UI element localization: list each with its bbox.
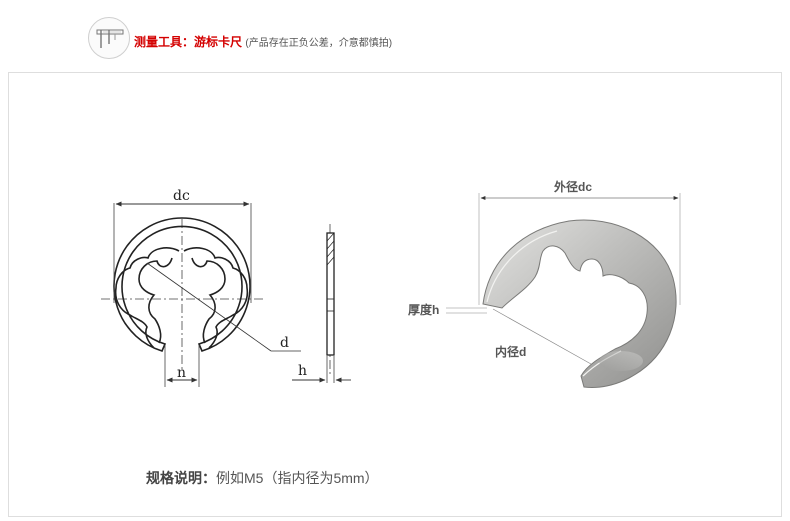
diagram-svg: dc d n h <box>101 179 681 388</box>
spec-description: 规格说明：例如M5（指内径为5mm） <box>146 468 379 488</box>
d-leader-line <box>146 262 272 352</box>
label-dc: dc <box>173 188 190 204</box>
header-title: 测量工具：游标卡尺 (产品存在正负公差，介意都慎拍) <box>134 33 392 50</box>
spec-label: 规格说明： <box>146 470 216 486</box>
spec-text: 例如M5（指内径为5mm） <box>216 470 379 486</box>
label-h: h <box>298 363 307 379</box>
technical-drawing: dc d n h <box>101 188 351 387</box>
eclip-inner-profile <box>138 257 226 344</box>
tool-note: (产品存在正负公差，介意都慎拍) <box>245 38 393 49</box>
caliper-icon <box>88 17 130 59</box>
product-panel: dc d n h <box>8 72 782 517</box>
eclip-highlight-2 <box>486 230 558 303</box>
tool-label: 测量工具： <box>134 35 195 49</box>
inner-diameter-label: 内径d <box>495 344 526 359</box>
eclip-outline <box>113 217 251 352</box>
product-photo: 外径dc 厚度h 内径d <box>408 179 681 388</box>
thickness-label: 厚度h <box>408 302 439 317</box>
side-view-hatch <box>326 232 335 266</box>
header: 测量工具：游标卡尺 (产品存在正负公差，介意都慎拍) <box>0 0 790 72</box>
eclip-photo <box>482 219 677 388</box>
inner-leader-line <box>492 308 592 365</box>
eclip-shading <box>599 351 643 371</box>
tool-name: 游标卡尺 <box>194 35 243 49</box>
label-d: d <box>280 335 289 351</box>
side-view-body <box>326 232 335 356</box>
label-n: n <box>177 365 186 381</box>
outer-diameter-label: 外径dc <box>554 179 592 194</box>
